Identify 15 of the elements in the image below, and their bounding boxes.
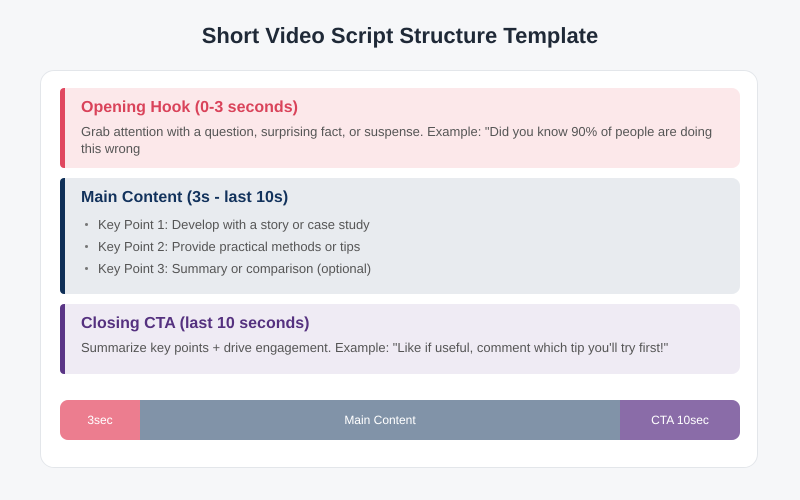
diagram-title: Short Video Script Structure Template — [202, 22, 598, 50]
card-heading: Opening Hook (0-3 seconds) — [81, 98, 298, 118]
section-card — [60, 178, 740, 294]
timeline-segment: Main Content — [140, 400, 620, 440]
card-heading: Closing CTA (last 10 seconds) — [81, 314, 310, 334]
timeline-segment: 3sec — [60, 400, 140, 440]
bullet-item: Key Point 2: Provide practical methods or tips — [98, 238, 360, 254]
card-description: Grab attention with a question, surprising fact, or suspense. Example: "Did you know 90% of people are doing this wrong — [81, 123, 714, 157]
timeline-segment: CTA 10sec — [620, 400, 740, 440]
card-description: Summarize key points + drive engagement. Example: "Like if useful, comment which tip you'll try first!" — [81, 339, 670, 356]
bullet-item: Key Point 1: Develop with a story or case study — [98, 216, 370, 232]
bullet-item: Key Point 3: Summary or comparison (optional) — [98, 260, 372, 276]
section-card — [60, 88, 740, 168]
section-card — [60, 304, 740, 374]
card-heading: Main Content (3s - last 10s) — [81, 188, 288, 208]
